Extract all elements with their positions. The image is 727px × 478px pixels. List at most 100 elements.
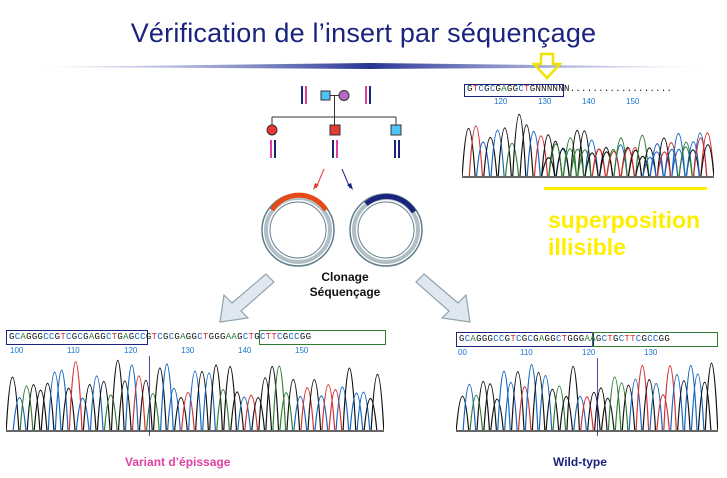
variant-sequence-base: A	[20, 332, 27, 342]
father-allele-bars	[301, 86, 307, 104]
trace-peak	[202, 372, 216, 431]
variant-sequence-base: G	[128, 332, 135, 342]
trace-peak	[181, 392, 195, 431]
trace-peak	[160, 363, 174, 431]
trace-peak	[279, 392, 294, 431]
variant-sequence-base: T	[111, 332, 118, 342]
trace-peak	[251, 397, 266, 431]
tick-label: 140	[238, 346, 252, 355]
trace-peak	[683, 364, 698, 431]
mother-symbol	[338, 90, 350, 101]
trace-peak-overlap	[620, 148, 635, 177]
trace-peak-overlap	[664, 149, 679, 177]
trace-peak	[54, 369, 69, 431]
trace-peak	[573, 395, 587, 431]
tick-label: 00	[458, 348, 467, 357]
trace-peak	[462, 383, 477, 431]
trace-peak	[580, 396, 594, 431]
variant-sequence-base: A	[88, 332, 95, 342]
trace-peak	[642, 379, 657, 431]
trace-peak	[656, 394, 670, 431]
top-chromatogram	[462, 114, 714, 178]
variant-sequence-base: C	[77, 332, 84, 342]
wt-sequence-base: G	[612, 334, 619, 344]
wildtype-plasmid	[349, 193, 423, 267]
wt-sequence-base: A	[470, 334, 477, 344]
variant-sequence-base: G	[174, 332, 181, 342]
variant-box-1	[6, 330, 148, 345]
trace-peak	[497, 370, 511, 431]
trace-peak	[475, 141, 491, 177]
arrow-to-wildtype	[415, 273, 471, 323]
tick-label: 130	[181, 346, 195, 355]
wt-sequence-base: G	[481, 334, 488, 344]
trace-peak-overlap	[685, 141, 701, 177]
trace-peak	[321, 384, 336, 431]
trace-peak	[174, 396, 188, 431]
variant-plasmid	[261, 192, 335, 267]
trace-peak	[600, 397, 615, 431]
trace-peak-overlap	[606, 151, 621, 177]
wt-sequence-base: G	[578, 334, 585, 344]
variant-sequence-base: C	[294, 332, 300, 342]
trace-peak	[89, 375, 104, 431]
child-unaffected-male	[390, 124, 402, 136]
variant-sequence-base: C	[197, 332, 203, 342]
trace-peak	[272, 365, 287, 431]
trace-peak-overlap	[548, 143, 563, 177]
variant-sequence-base: C	[43, 332, 49, 342]
trace-peak	[510, 371, 525, 431]
trace-peak	[517, 386, 532, 431]
trace-peak	[483, 383, 497, 431]
variant-sequence-base: A	[123, 332, 129, 342]
variant-sequence-base: G	[54, 332, 61, 342]
pedigree-to-clone-arrows	[313, 168, 353, 190]
trace-peak	[33, 389, 48, 431]
trace-peak	[26, 384, 41, 431]
trace-peak	[476, 380, 491, 431]
tick-label: 120	[124, 346, 138, 355]
process-label-line2: Séquençage	[309, 285, 381, 299]
variant-sequence-base: G	[94, 332, 101, 342]
trace-peak	[96, 380, 111, 431]
top-sequence-text: GTCGCGAGGCTGNNNNNN..................	[467, 84, 672, 94]
wt-sequence-base: C	[498, 334, 505, 344]
trace-peak-overlap	[627, 149, 643, 177]
trace-peak	[552, 385, 567, 431]
variant-sequence-base: C	[48, 332, 55, 342]
variant-sequence-base: G	[37, 332, 44, 342]
variant-sequence-base: C	[157, 332, 163, 342]
wt-sequence-text: GCAGGGCCGTCGCGAGGCTGGGAAGCTGCTTCGCCGG	[459, 334, 670, 344]
variant-sequence-base: G	[83, 332, 89, 342]
trace-peak	[614, 382, 629, 431]
trace-peak	[12, 396, 27, 431]
wt-sequence-base: T	[607, 334, 613, 344]
variant-sequence-base: C	[140, 332, 146, 342]
annotation-line1: superposition	[548, 207, 701, 233]
trace-peak	[490, 398, 504, 431]
top-sequence-base: C	[518, 84, 525, 94]
variant-sequence-base: T	[265, 332, 272, 342]
variant-sequence-base: G	[145, 332, 152, 342]
variant-sequence-text: GCAGGGCCGTCGCGAGGCTGAGCCGTCGCGAGGCTGGGAA…	[9, 332, 311, 342]
wt-sequence-base: G	[573, 334, 579, 344]
trace-peak	[19, 385, 34, 431]
wt-sequence-base: T	[624, 334, 631, 344]
mother-allele-bars	[365, 86, 371, 104]
top-sequence-base: G	[512, 84, 519, 94]
trace-peak	[541, 134, 556, 177]
variant-sequence-base: G	[254, 332, 260, 342]
trace-peak	[621, 384, 636, 431]
trace-peak	[663, 365, 677, 431]
variant-sequence-base: G	[208, 332, 215, 342]
trace-peak	[456, 395, 470, 431]
trace-peak	[628, 378, 643, 431]
variant-sequence-base: C	[242, 332, 249, 342]
wt-box-2	[592, 332, 718, 347]
trace-peak	[526, 130, 541, 177]
trace-peak	[462, 127, 476, 177]
tick-label: 110	[520, 348, 533, 357]
wt-sequence-base: G	[658, 334, 665, 344]
trace-peak-overlap	[671, 149, 686, 177]
